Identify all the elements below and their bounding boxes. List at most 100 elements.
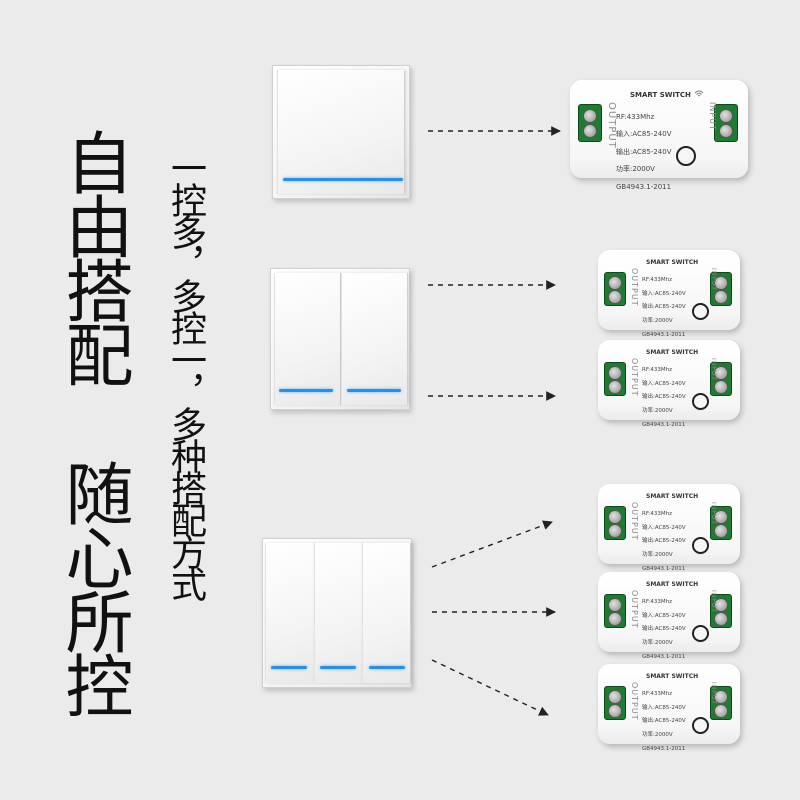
screw-icon (714, 276, 728, 290)
module-spec: RF:433Mhz 输入:AC85-240V 输出:AC85-240V 功率:2… (616, 104, 672, 200)
screw-icon (608, 276, 622, 290)
spec-rf: RF:433Mhz (642, 598, 673, 605)
spec-output: 输出:AC85-240V (642, 718, 686, 725)
headline-line-2: 随心所控 (53, 459, 132, 715)
screw-icon (719, 124, 733, 138)
spec-rf: RF:433Mhz (616, 112, 655, 121)
screw-icon (714, 704, 728, 718)
screw-icon (714, 510, 728, 524)
subline: 一控多，多控一，多种搭配方式 (165, 150, 206, 598)
switch-panel-1-gang[interactable] (272, 65, 410, 199)
module-title: SMART SWITCH (646, 349, 699, 356)
output-label: OUTPUT (630, 502, 639, 541)
switch-key[interactable] (362, 543, 411, 683)
output-label: OUTPUT (630, 590, 639, 629)
screw-icon (583, 124, 597, 138)
spec-output: 输出:AC85-240V (642, 394, 686, 401)
output-terminal (710, 272, 732, 306)
screw-icon (608, 366, 622, 380)
module-title: SMART SWITCH (646, 259, 699, 266)
smart-switch-module: SMART SWITCH RF:433Mhz 输入:AC85-240V 输出:A… (570, 80, 748, 191)
antenna-loop-icon (692, 625, 709, 642)
module-spec: RF:433Mhz 输入:AC85-240V 输出:AC85-240V 功率:2… (642, 504, 686, 580)
spec-standard: GB4943.1-2011 (642, 653, 686, 660)
screw-icon (714, 612, 728, 626)
led-indicator (320, 666, 356, 669)
screw-icon (714, 598, 728, 612)
spec-output: 输出:AC85-240V (616, 147, 672, 156)
spec-output: 输出:AC85-240V (642, 626, 686, 633)
spec-standard: GB4943.1-2011 (616, 182, 672, 191)
smart-switch-module: SMART SWITCH RF:433Mhz 输入:AC85-240V 输出:A… (598, 250, 740, 338)
screw-icon (608, 290, 622, 304)
spec-input: 输入:AC85-240V (642, 380, 686, 387)
led-indicator (279, 389, 333, 392)
screw-icon (714, 366, 728, 380)
input-terminal (604, 686, 626, 720)
spec-output: 输出:AC85-240V (642, 304, 686, 311)
led-indicator (283, 178, 403, 181)
spec-output: 输出:AC85-240V (642, 538, 686, 545)
screw-icon (714, 290, 728, 304)
switch-panel-3-gang[interactable] (262, 538, 412, 688)
smart-switch-module: SMART SWITCH RF:433Mhz 输入:AC85-240V 输出:A… (598, 572, 740, 660)
screw-icon (608, 524, 622, 538)
headline-line-1: 自由搭配 (53, 128, 132, 384)
headline: 自由搭配 随心所控 (52, 128, 132, 715)
module-spec: RF:433Mhz 输入:AC85-240V 输出:AC85-240V 功率:2… (642, 592, 686, 668)
input-label: INPUT (710, 268, 717, 291)
input-label: INPUT (710, 502, 717, 525)
switch-key[interactable] (274, 273, 341, 405)
switch-key[interactable] (277, 70, 405, 194)
antenna-loop-icon (692, 717, 709, 734)
switch-key[interactable] (341, 273, 408, 405)
output-terminal (710, 506, 732, 540)
arrow-line (431, 659, 549, 716)
screw-icon (608, 598, 622, 612)
output-label: OUTPUT (630, 682, 639, 721)
wifi-signal-icon (694, 90, 704, 97)
spec-standard: GB4943.1-2011 (642, 421, 686, 428)
module-title: SMART SWITCH (646, 493, 699, 500)
antenna-loop-icon (676, 146, 696, 166)
spec-power: 功率:2000V (642, 318, 673, 325)
switch-panel-2-gang[interactable] (270, 268, 410, 410)
smart-switch-module: SMART SWITCH RF:433Mhz 输入:AC85-240V 输出:A… (598, 664, 740, 752)
spec-power: 功率:2000V (642, 732, 673, 739)
spec-power: 功率:2000V (642, 408, 673, 415)
spec-rf: RF:433Mhz (642, 366, 673, 373)
screw-icon (608, 704, 622, 718)
antenna-loop-icon (692, 393, 709, 410)
output-terminal (710, 362, 732, 396)
screw-icon (608, 380, 622, 394)
spec-rf: RF:433Mhz (642, 276, 673, 283)
input-terminal (604, 362, 626, 396)
smart-switch-module: SMART SWITCH RF:433Mhz 输入:AC85-240V 输出:A… (598, 484, 740, 572)
led-indicator (369, 666, 405, 669)
spec-power: 功率:2000V (642, 552, 673, 559)
input-label: INPUT (708, 102, 717, 131)
spec-rf: RF:433Mhz (642, 690, 673, 697)
output-terminal (710, 686, 732, 720)
output-terminal (714, 104, 738, 142)
spec-standard: GB4943.1-2011 (642, 565, 686, 572)
led-indicator (271, 666, 307, 669)
module-spec: RF:433Mhz 输入:AC85-240V 输出:AC85-240V 功率:2… (642, 270, 686, 346)
spec-standard: GB4943.1-2011 (642, 745, 686, 752)
output-label: OUTPUT (630, 268, 639, 307)
screw-icon (714, 524, 728, 538)
module-title: SMART SWITCH (646, 673, 699, 680)
output-terminal (710, 594, 732, 628)
screw-icon (714, 690, 728, 704)
spec-input: 输入:AC85-240V (642, 612, 686, 619)
input-label: INPUT (710, 682, 717, 705)
input-terminal (604, 594, 626, 628)
screw-icon (608, 510, 622, 524)
screw-icon (608, 690, 622, 704)
screw-icon (583, 109, 597, 123)
spec-rf: RF:433Mhz (642, 510, 673, 517)
input-terminal (604, 506, 626, 540)
input-terminal (578, 104, 602, 142)
output-label: OUTPUT (606, 102, 617, 149)
